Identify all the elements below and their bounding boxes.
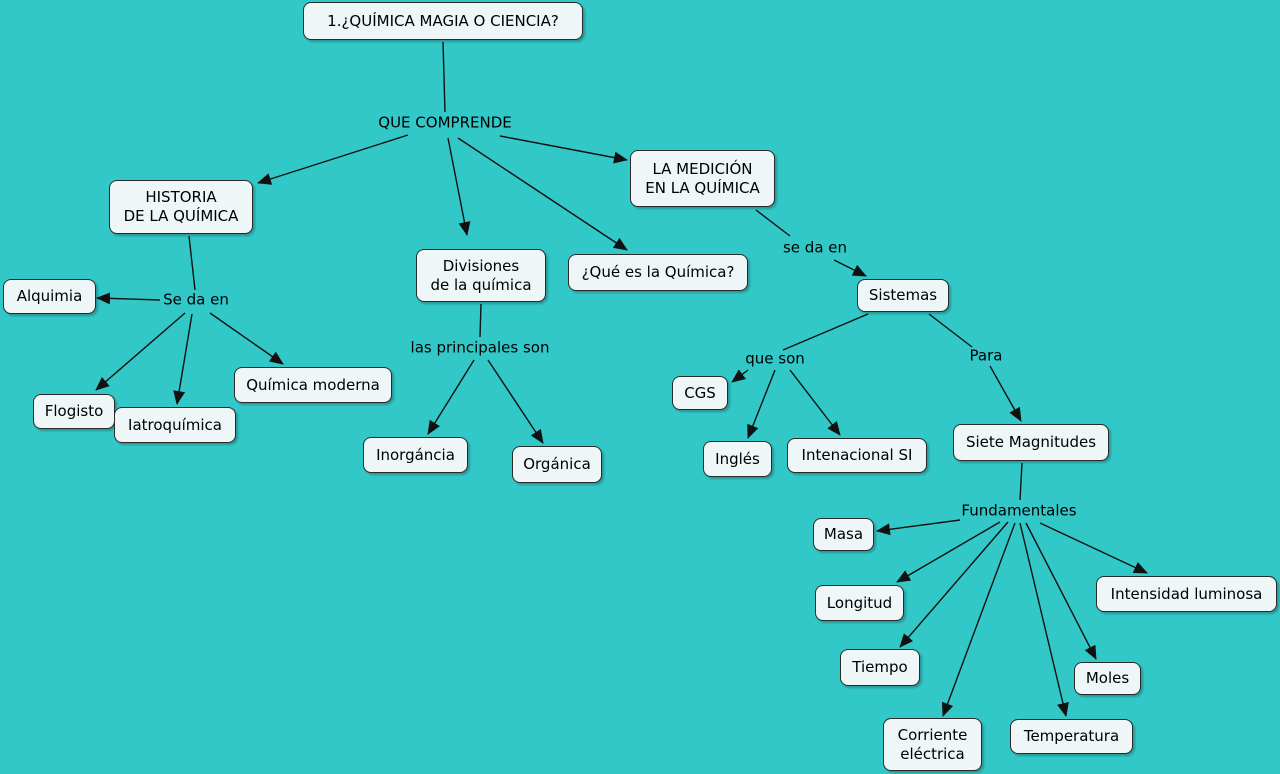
node-longitud[interactable]: Longitud <box>815 585 904 621</box>
edge-to-iatroquimica <box>173 313 193 405</box>
node-quimica-moderna[interactable]: Química moderna <box>234 367 392 403</box>
edge-sistemas-to-queson <box>782 313 869 351</box>
link-que-comprende: QUE COMPRENDE <box>378 113 512 132</box>
edge-sistemas-to-para <box>928 313 973 348</box>
node-corriente[interactable]: Corriente eléctrica <box>883 718 982 771</box>
node-temperatura[interactable]: Temperatura <box>1010 719 1133 754</box>
edge-to-alquimia <box>96 292 161 305</box>
edge-to-divisiones <box>447 137 471 236</box>
edge-to-medicion <box>499 135 628 164</box>
node-historia[interactable]: HISTORIA DE LA QUÍMICA <box>109 180 253 234</box>
edge-medicion-to-seda <box>755 209 791 237</box>
node-moles[interactable]: Moles <box>1074 662 1141 695</box>
edge-to-temperatura <box>1019 522 1069 717</box>
node-cgs[interactable]: CGS <box>672 376 728 410</box>
edge-to-si <box>789 369 841 436</box>
edge-to-corriente <box>941 522 1016 717</box>
edge-to-intensidad <box>1039 522 1148 574</box>
edge-to-moles <box>1025 522 1097 660</box>
edge-to-flogisto <box>95 312 186 391</box>
node-iatroquimica[interactable]: Iatroquímica <box>114 407 236 443</box>
edge-to-siete <box>989 365 1022 422</box>
node-flogisto[interactable]: Flogisto <box>33 394 115 429</box>
link-se-da-en-medicion: se da en <box>782 238 848 257</box>
node-divisiones[interactable]: Divisiones de la química <box>416 249 546 302</box>
edge-to-organica <box>487 359 544 444</box>
edge-to-cgs <box>731 369 749 383</box>
link-fundamentales: Fundamentales <box>961 501 1077 520</box>
node-siete-magnitudes[interactable]: Siete Magnitudes <box>953 424 1109 461</box>
node-root[interactable]: 1.¿QUÍMICA MAGIA O CIENCIA? <box>303 2 583 40</box>
node-tiempo[interactable]: Tiempo <box>840 649 920 686</box>
edge-group <box>95 41 1148 717</box>
node-si[interactable]: Intenacional SI <box>787 438 927 473</box>
edge-historia-to-seda <box>188 235 196 291</box>
node-masa[interactable]: Masa <box>813 518 874 551</box>
link-principales: las principales son <box>410 338 550 357</box>
node-intensidad[interactable]: Intensidad luminosa <box>1096 576 1277 612</box>
edge-to-longitud <box>896 521 1001 583</box>
node-que-es[interactable]: ¿Qué es la Química? <box>568 254 748 291</box>
edge-to-ingles <box>747 369 776 439</box>
link-que-son: que son <box>745 349 805 368</box>
node-organica[interactable]: Orgánica <box>512 446 602 483</box>
node-inorganica[interactable]: Inorgáncia <box>363 437 468 473</box>
edge-to-quimica-moderna <box>209 312 284 365</box>
edge-siete-to-fundamentales <box>1019 462 1023 501</box>
node-medicion[interactable]: LA MEDICIÓN EN LA QUÍMICA <box>630 150 775 207</box>
edge-to-masa <box>876 519 961 536</box>
edge-to-sistemas <box>833 259 867 277</box>
link-para: Para <box>969 346 1003 365</box>
edge-root-to-quecomprende <box>442 41 446 113</box>
edge-to-tiempo <box>899 521 1009 648</box>
node-alquimia[interactable]: Alquimia <box>3 279 96 314</box>
edge-to-inorganica <box>427 359 475 435</box>
edge-divisiones-to-principales <box>479 303 482 338</box>
node-sistemas[interactable]: Sistemas <box>857 279 949 312</box>
edge-to-que-es <box>457 137 628 251</box>
node-ingles[interactable]: Inglés <box>703 441 772 477</box>
link-se-da-en-historia: Se da en <box>163 290 229 309</box>
edge-to-historia <box>257 134 409 185</box>
